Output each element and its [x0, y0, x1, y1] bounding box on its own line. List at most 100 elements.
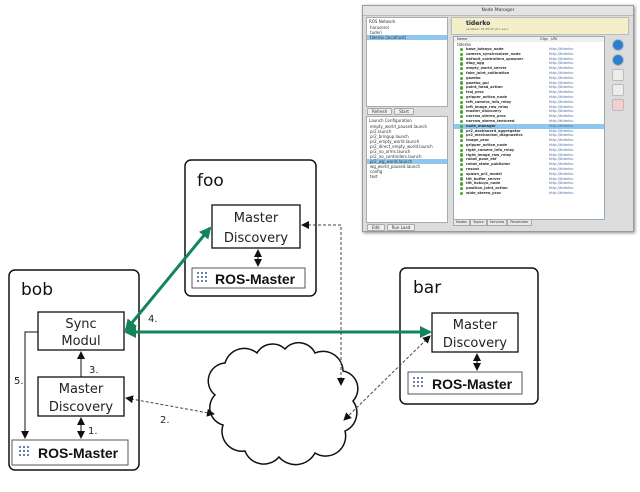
- node-name: spawn_pr2_model: [466, 171, 502, 176]
- node-uri: http://tiderko:: [549, 80, 574, 85]
- launch-file-item[interactable]: pr2_bringup.launch: [370, 134, 409, 139]
- node-name: gazebo_gui: [466, 80, 489, 85]
- network-host[interactable]: tuderi: [370, 30, 382, 35]
- launch-file-item[interactable]: empty_world_paused.launch: [370, 124, 428, 129]
- step-5-label: 5.: [14, 376, 24, 387]
- node-name: traj_proc: [466, 90, 484, 95]
- node-uri: http://tiderko:: [549, 66, 574, 71]
- node-uri: http://tiderko:: [549, 114, 574, 119]
- node-uri: http://tiderko:: [549, 142, 574, 147]
- node-uri: http://tiderko:: [549, 104, 574, 109]
- bob-discovery-label-2: Discovery: [49, 400, 114, 415]
- node-name: left_image_raw_relay: [466, 104, 509, 109]
- node-uri: http://tiderko:: [549, 99, 574, 104]
- launch-file-item[interactable]: pr2.launch: [370, 129, 392, 134]
- node-uri: http://tiderko:: [549, 171, 574, 176]
- node-item[interactable]: gripper_action_node http://tiderko:: [454, 143, 604, 148]
- screen-icon[interactable]: [612, 84, 624, 96]
- node-uri: http://tiderko:: [549, 166, 574, 171]
- stop-node-icon[interactable]: [612, 54, 624, 66]
- network-host[interactable]: haruserol: [370, 25, 389, 30]
- node-name: gripper_action_node: [466, 142, 508, 147]
- step-3-label: 3.: [89, 365, 99, 376]
- node-uri: http://tiderko:: [549, 56, 574, 61]
- node-name: right_camera_info_relay: [466, 147, 515, 152]
- node-item[interactable]: tilt_buffer_server http://tiderko:: [454, 177, 604, 182]
- tab-nodes[interactable]: Nodes: [453, 219, 470, 226]
- node-uri: http://tiderko:: [549, 133, 574, 138]
- tab-services[interactable]: Services: [486, 219, 508, 226]
- launch-file-item[interactable]: test: [370, 174, 378, 179]
- launch-file-item[interactable]: pr2_empty_world.launch: [370, 139, 420, 144]
- refresh-button[interactable]: Refresh: [367, 108, 393, 115]
- node-name: robot_pose_ekf: [466, 157, 497, 162]
- host-bob-label: bob: [21, 280, 53, 300]
- node-item[interactable]: default_controllers_spawner http://tiderk…: [454, 57, 604, 62]
- node-name: tilt_buffer_server: [466, 176, 501, 181]
- edit-button[interactable]: Edit: [367, 224, 385, 231]
- terminal-icon[interactable]: [612, 69, 624, 81]
- node-item[interactable]: spawn_pr2_model http://tiderko:: [454, 172, 604, 177]
- node-name: narrow_stereo_textured: [466, 118, 515, 123]
- step-1-label: 1.: [88, 426, 98, 437]
- launch-file-item[interactable]: pr2_no_controllers.launch: [370, 154, 422, 159]
- launch-file-item[interactable]: wg_world_paused.launch: [370, 164, 421, 169]
- tab-topics[interactable]: Topics: [469, 219, 487, 226]
- host-name: tiderko: [466, 20, 491, 27]
- launch-file-item[interactable]: pr2_wg_world.launch: [367, 159, 447, 164]
- node-uri: http://tiderko:: [549, 51, 574, 56]
- ros-grid-icon: [413, 377, 423, 387]
- node-item[interactable]: left_image_raw_relay http://tiderko:: [454, 105, 604, 110]
- start-button[interactable]: Start: [394, 108, 414, 115]
- node-name: gazebo: [466, 75, 481, 80]
- node-name: tilt_hokuyo_node: [466, 181, 501, 186]
- launch-file-item[interactable]: pr2_no_arms.launch: [370, 149, 411, 154]
- tree-root[interactable]: tiderko: [457, 42, 471, 47]
- launch-file-item[interactable]: pr2_direct_empty_world.launch: [370, 144, 433, 149]
- node-uri: http://tiderko:: [549, 123, 574, 128]
- tab-parameter[interactable]: Parameter: [507, 219, 532, 226]
- col-name: Name: [457, 37, 468, 41]
- launch-file-item[interactable]: config: [370, 169, 383, 174]
- node-item[interactable]: robot_pose_ekf http://tiderko:: [454, 157, 604, 162]
- node-name: narrow_stereo_proc: [466, 114, 506, 119]
- node-item[interactable]: gazebo_gui http://tiderko:: [454, 81, 604, 86]
- node-item[interactable]: traj_proc http://tiderko:: [454, 90, 604, 95]
- node-item[interactable]: narrow_stereo_proc http://tiderko:: [454, 114, 604, 119]
- node-name: default_controllers_spawner: [466, 56, 524, 61]
- node-uri: http://tiderko:: [549, 157, 574, 162]
- network-host[interactable]: tiderko (localhost): [367, 35, 447, 40]
- bar-ros-master-label: ROS-Master: [432, 376, 513, 392]
- node-uri: http://tiderko:: [549, 90, 574, 95]
- bar-discovery-label-1: Master: [453, 318, 498, 333]
- kill-icon[interactable]: [612, 99, 624, 111]
- start-node-icon[interactable]: [612, 39, 624, 51]
- node-name: diag_agg: [466, 61, 485, 66]
- node-uri: http://tiderko:: [549, 176, 574, 181]
- col-uri: URI: [551, 37, 558, 41]
- run-load-button[interactable]: Run Load: [386, 224, 416, 231]
- host-foo-label: foo: [197, 171, 224, 191]
